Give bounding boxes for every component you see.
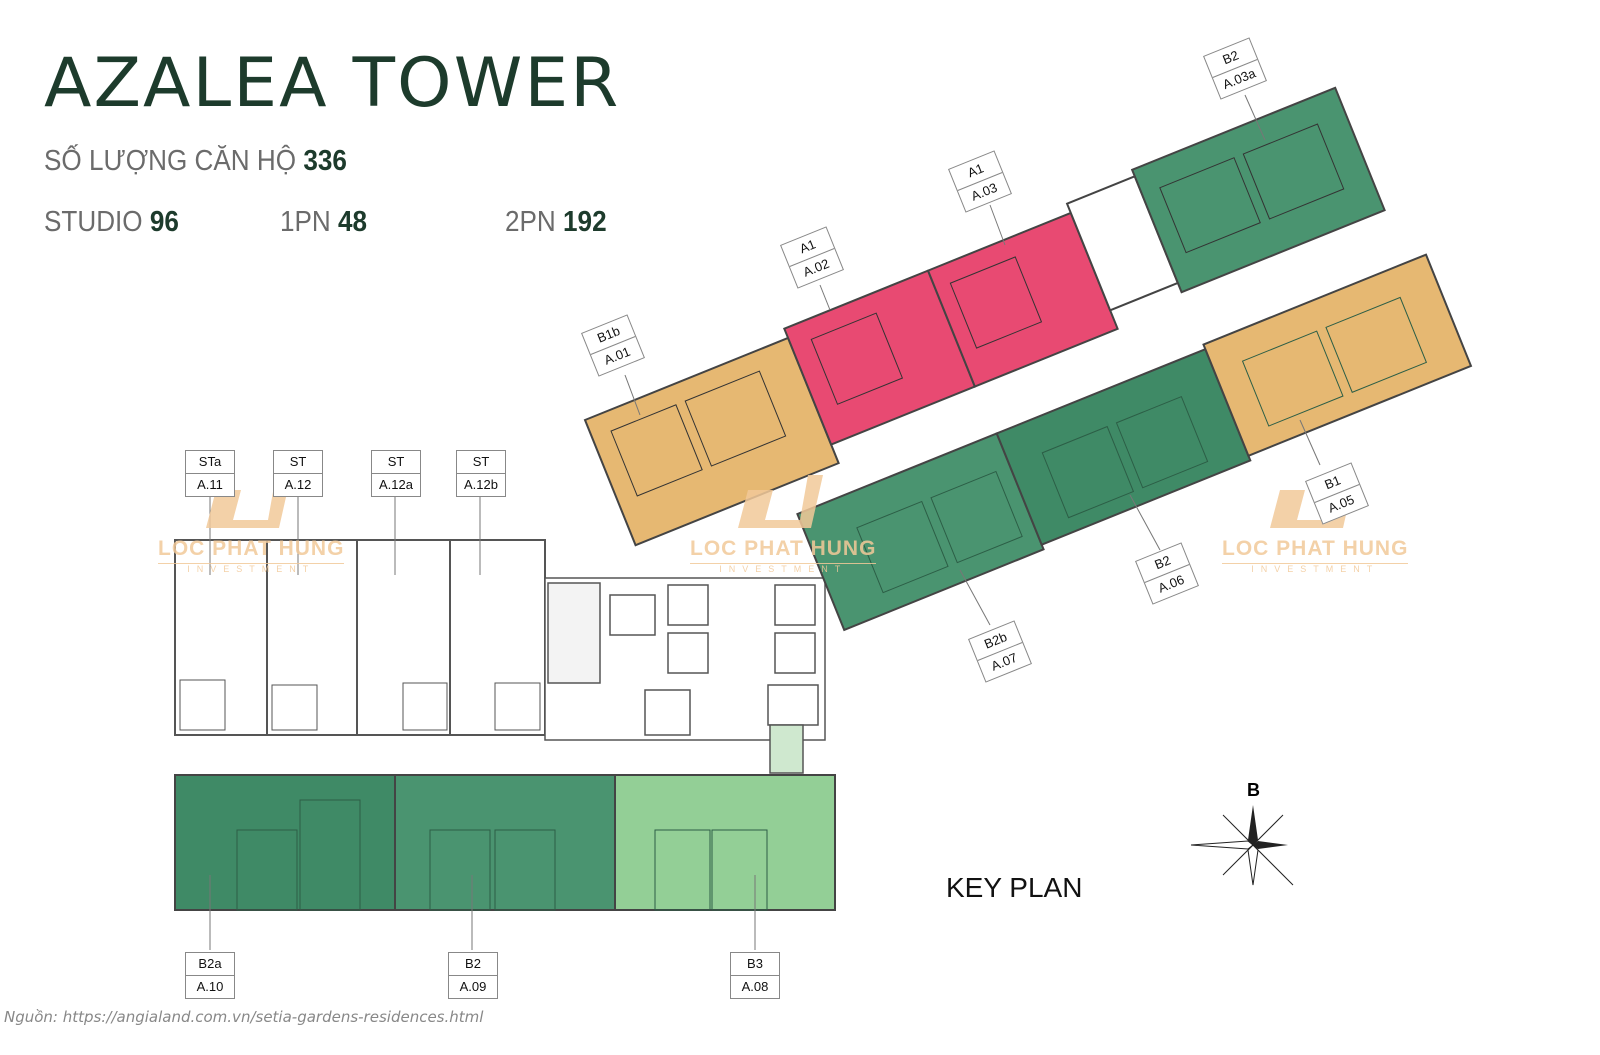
key-plan-label: KEY PLAN [946,872,1083,903]
total-units: SỐ LƯỢNG CĂN HỘ 336 [44,145,347,177]
source-caption: Nguồn: https://angialand.com.vn/setia-ga… [4,1008,484,1026]
bottom-wing [174,774,836,911]
studio-wing [174,539,546,736]
2br-count: 2PN 192 [505,206,607,238]
unit-A06 [995,347,1252,547]
unit-A09 [394,774,616,911]
compass-icon [1190,805,1294,886]
page-title: AZALEA TOWER [44,44,621,123]
core [544,577,826,774]
studio-count: STUDIO 96 [44,206,179,238]
lower-diagonal-wing [796,253,1473,632]
1br-count: 1PN 48 [280,206,368,238]
leader-lines [209,94,1321,950]
unit-A08 [614,774,836,911]
unit-A10 [174,774,396,911]
watermark-logo-icon [738,475,824,528]
compass-label: B [1247,780,1260,800]
watermark-logo-icon [206,475,292,528]
upper-diagonal-wing [583,86,1386,547]
